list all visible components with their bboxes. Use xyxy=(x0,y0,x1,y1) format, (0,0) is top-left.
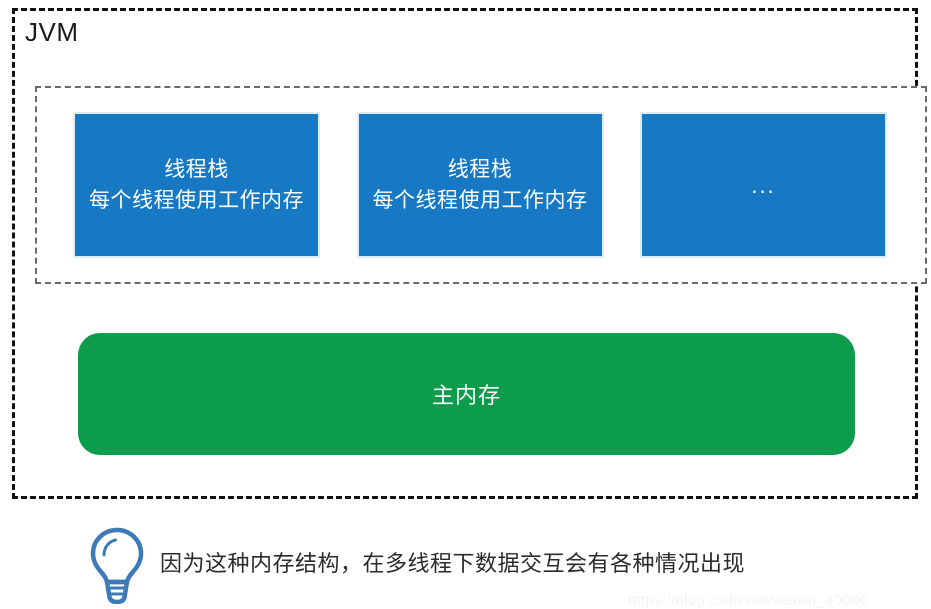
thread-stack-box-1-label: 线程栈 每个线程使用工作内存 xyxy=(89,158,304,212)
thread-stack-box-more: ... xyxy=(642,114,885,256)
lightbulb-icon xyxy=(90,527,144,604)
main-memory-label: 主内存 xyxy=(431,383,501,408)
thread-stack-box-more-label: ... xyxy=(751,172,776,198)
thread-stack-box-2: 线程栈 每个线程使用工作内存 xyxy=(358,114,602,256)
main-memory-block: 主内存 xyxy=(78,333,855,455)
jvm-title-label: JVM xyxy=(25,17,79,47)
thread-stack-box-2-label: 线程栈 每个线程使用工作内存 xyxy=(372,158,588,212)
thread-stack-region: 线程栈 每个线程使用工作内存 线程栈 每个线程使用工作内存 ... xyxy=(35,86,927,284)
footer-note: 因为这种内存结构，在多线程下数据交互会有各种情况出现 xyxy=(86,524,745,604)
footer-note-text: 因为这种内存结构，在多线程下数据交互会有各种情况出现 xyxy=(160,551,746,576)
thread-stack-box-1: 线程栈 每个线程使用工作内存 xyxy=(75,114,318,256)
watermark-text: https://blog.csdn.net/weixin_40000 xyxy=(628,592,869,609)
thread-box-row: 线程栈 每个线程使用工作内存 线程栈 每个线程使用工作内存 ... xyxy=(37,88,925,282)
jvm-container: JVM 线程栈 每个线程使用工作内存 线程栈 每个线程使用工作内存 ... 主内… xyxy=(12,8,927,499)
